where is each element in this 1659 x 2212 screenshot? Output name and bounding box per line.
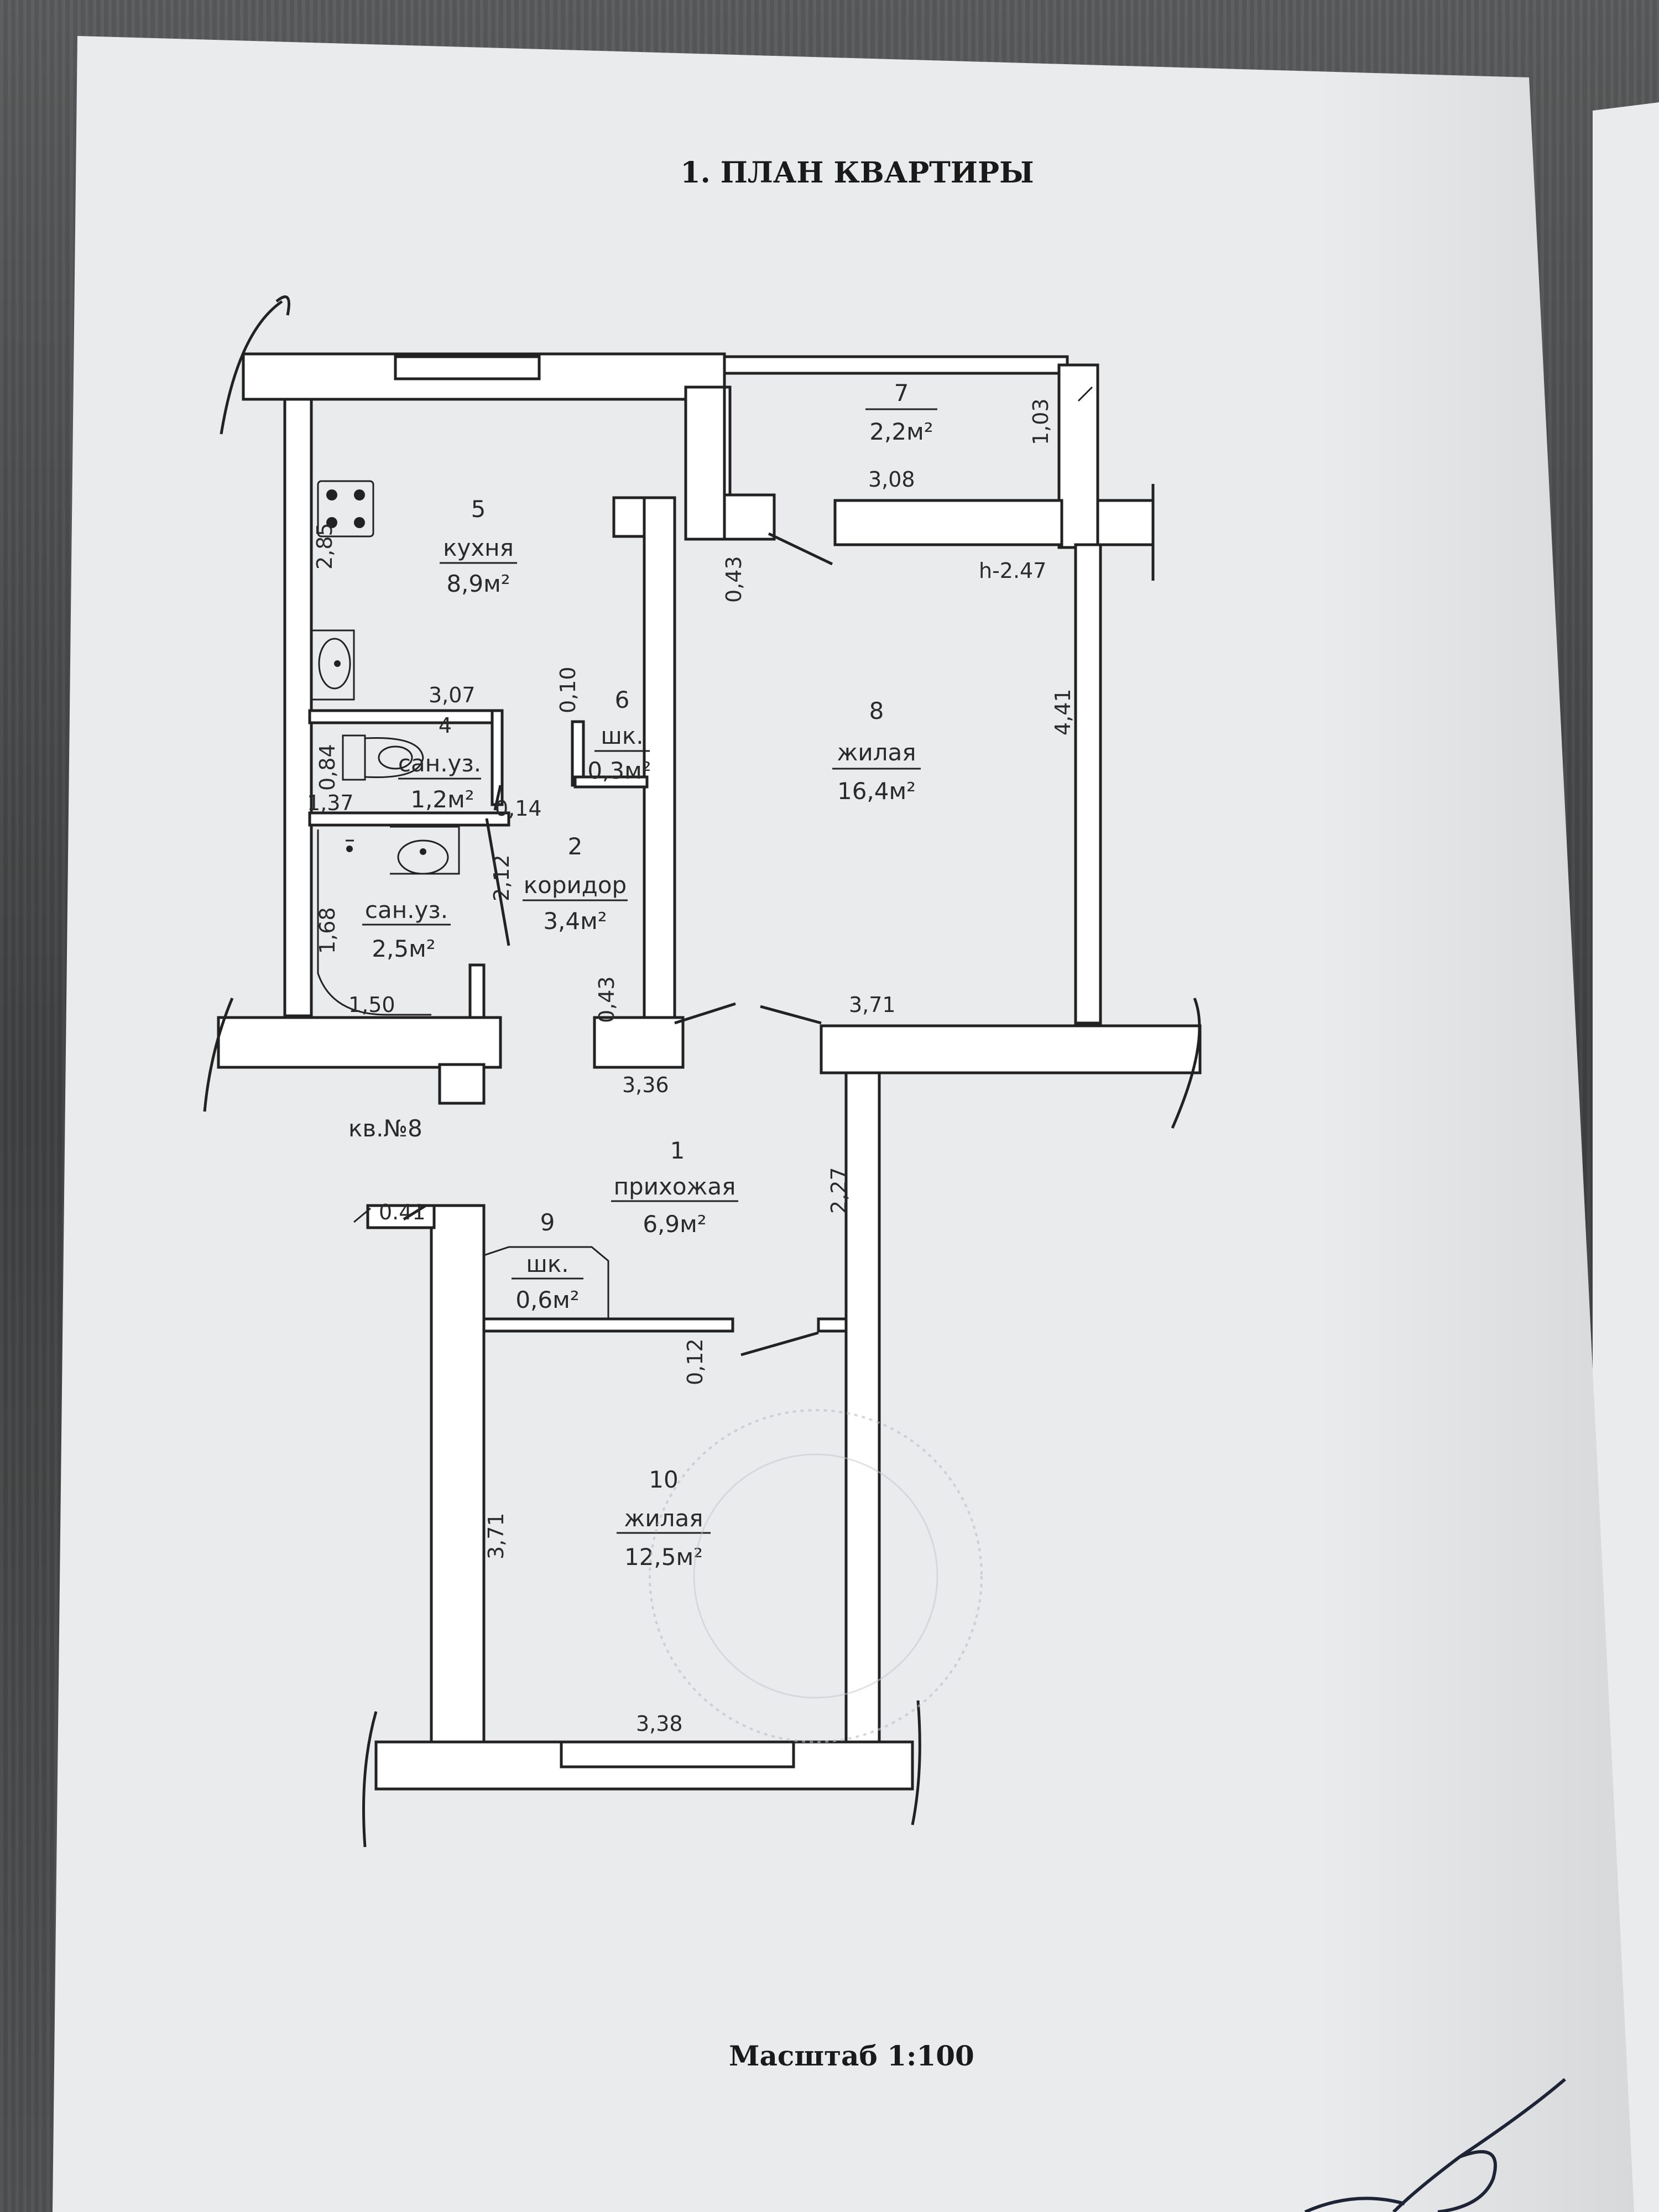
kitchen-sink-icon (312, 629, 355, 701)
scale-label: Масштаб 1:100 (729, 2039, 974, 2072)
wall-middle-center (593, 1016, 685, 1069)
room-2-number: 2 (568, 833, 583, 860)
wall-balcony-top (723, 355, 1069, 375)
second-page-edge (1593, 102, 1659, 2212)
wall-room10-left (430, 1204, 486, 1744)
wall-wc-top (308, 709, 502, 724)
room-8-area: 16,4м² (837, 778, 916, 805)
room-2-name: коридор (524, 872, 627, 899)
dim-room10-width: 3,38 (636, 1712, 683, 1736)
faded-stamp (649, 1409, 983, 1743)
door-wc (493, 785, 502, 811)
room-4-number: 4 (439, 713, 452, 738)
room-5-area: 8,9м² (446, 570, 510, 597)
room-5-name: кухня (443, 534, 514, 561)
closet6-bottom (573, 775, 649, 789)
wall-middle-right (820, 1024, 1202, 1074)
dim-opening-top: 0,43 (722, 556, 746, 603)
room-4-area: 1,2м² (410, 786, 474, 813)
stove-icon (317, 480, 374, 538)
dim-wc-depth: 0,84 (315, 744, 340, 791)
dim-closet9-gap: 0,12 (683, 1338, 707, 1385)
dim-corridor-width: 3,36 (622, 1073, 669, 1097)
wall-corridor-room8 (643, 496, 676, 1022)
wall-room10-stub (366, 1204, 436, 1229)
dim-wc-width: 1,37 (307, 791, 354, 815)
wall-middle-left (217, 1016, 502, 1069)
dim-corridor-opening: 0,43 (594, 976, 619, 1023)
wall-middle-stub (438, 1063, 486, 1105)
apartment-number: кв.№8 (348, 1115, 422, 1142)
door-room8-a (674, 1002, 736, 1025)
dim-kitchen-width: 3,07 (429, 683, 476, 707)
dim-balcony-width: 3,08 (868, 467, 915, 492)
wall-balcony-right (1057, 363, 1099, 549)
wall-hall-right (844, 1071, 881, 1744)
room-8-number: 8 (869, 697, 884, 724)
wall-left (283, 398, 313, 1018)
wall-bath-stub (468, 963, 486, 1022)
wall-balcony-stub (723, 493, 776, 541)
wall-wc-bottom (308, 811, 510, 827)
document-title: 1. ПЛАН КВАРТИРЫ (680, 156, 1034, 190)
dim-hall-wall: 0.41 (379, 1200, 426, 1224)
window-room8 (833, 499, 1063, 546)
dim-room10-length: 3,71 (484, 1512, 508, 1559)
room-5-number: 5 (471, 495, 486, 523)
dim-bath-length: 1,68 (315, 907, 340, 954)
room-9-name: шк. (526, 1250, 568, 1277)
door-room10 (740, 1331, 819, 1357)
signature (1304, 2078, 1566, 2212)
window-kitchen (394, 355, 541, 380)
dim-kitchen-height: 2,85 (312, 523, 337, 570)
ceiling-height: h-2.47 (979, 559, 1046, 583)
room-4-name: сан.уз. (398, 750, 481, 777)
dim-balcony-depth: 1,03 (1029, 398, 1053, 445)
room-9-area: 0,6м² (515, 1286, 579, 1313)
room-6-name: шк. (601, 722, 643, 749)
room-10-area: 12,5м² (624, 1543, 703, 1571)
dim-room8-length: 4,41 (1051, 688, 1075, 735)
dim-bath-width: 1,50 (348, 993, 395, 1017)
room-3-area: 2,5м² (372, 935, 435, 962)
room-1-number: 1 (670, 1137, 685, 1164)
dim-room8-width: 3,71 (849, 993, 896, 1017)
wall-door-stub (817, 1317, 848, 1333)
room-6-number: 6 (615, 686, 630, 713)
door-bath (485, 818, 510, 946)
room-9-number: 9 (540, 1209, 555, 1236)
toilet-icon (342, 734, 424, 781)
bathtub-icon (317, 830, 431, 1016)
wall-kitchen-room8 (684, 385, 726, 541)
washbasin-icon (390, 826, 460, 875)
room-1-area: 6,9м² (643, 1211, 706, 1238)
floor-plan (203, 295, 1202, 1848)
room-2-area: 3,4м² (543, 907, 607, 935)
room-8-name: жилая (837, 739, 916, 766)
room-7-area: 2,2м² (869, 418, 933, 445)
room-6-area: 0,3м² (587, 757, 651, 784)
wall-room8-right (1074, 543, 1102, 1025)
room-3-name: сан.уз. (365, 896, 448, 924)
dim-wc-wall: 0,14 (495, 796, 542, 821)
dim-hall-length: 2,27 (827, 1167, 851, 1214)
room-1-name: прихожая (614, 1173, 736, 1200)
room-7-number: 7 (894, 379, 909, 406)
dim-closet6-depth: 0,10 (556, 666, 580, 713)
window-room10 (560, 1740, 795, 1768)
door-room8-balcony (768, 532, 833, 566)
door-room8-b (760, 1005, 822, 1025)
closet9-wall (482, 1317, 734, 1333)
dim-corridor-length: 2,12 (489, 854, 514, 901)
wall-stub-right (1096, 499, 1155, 546)
